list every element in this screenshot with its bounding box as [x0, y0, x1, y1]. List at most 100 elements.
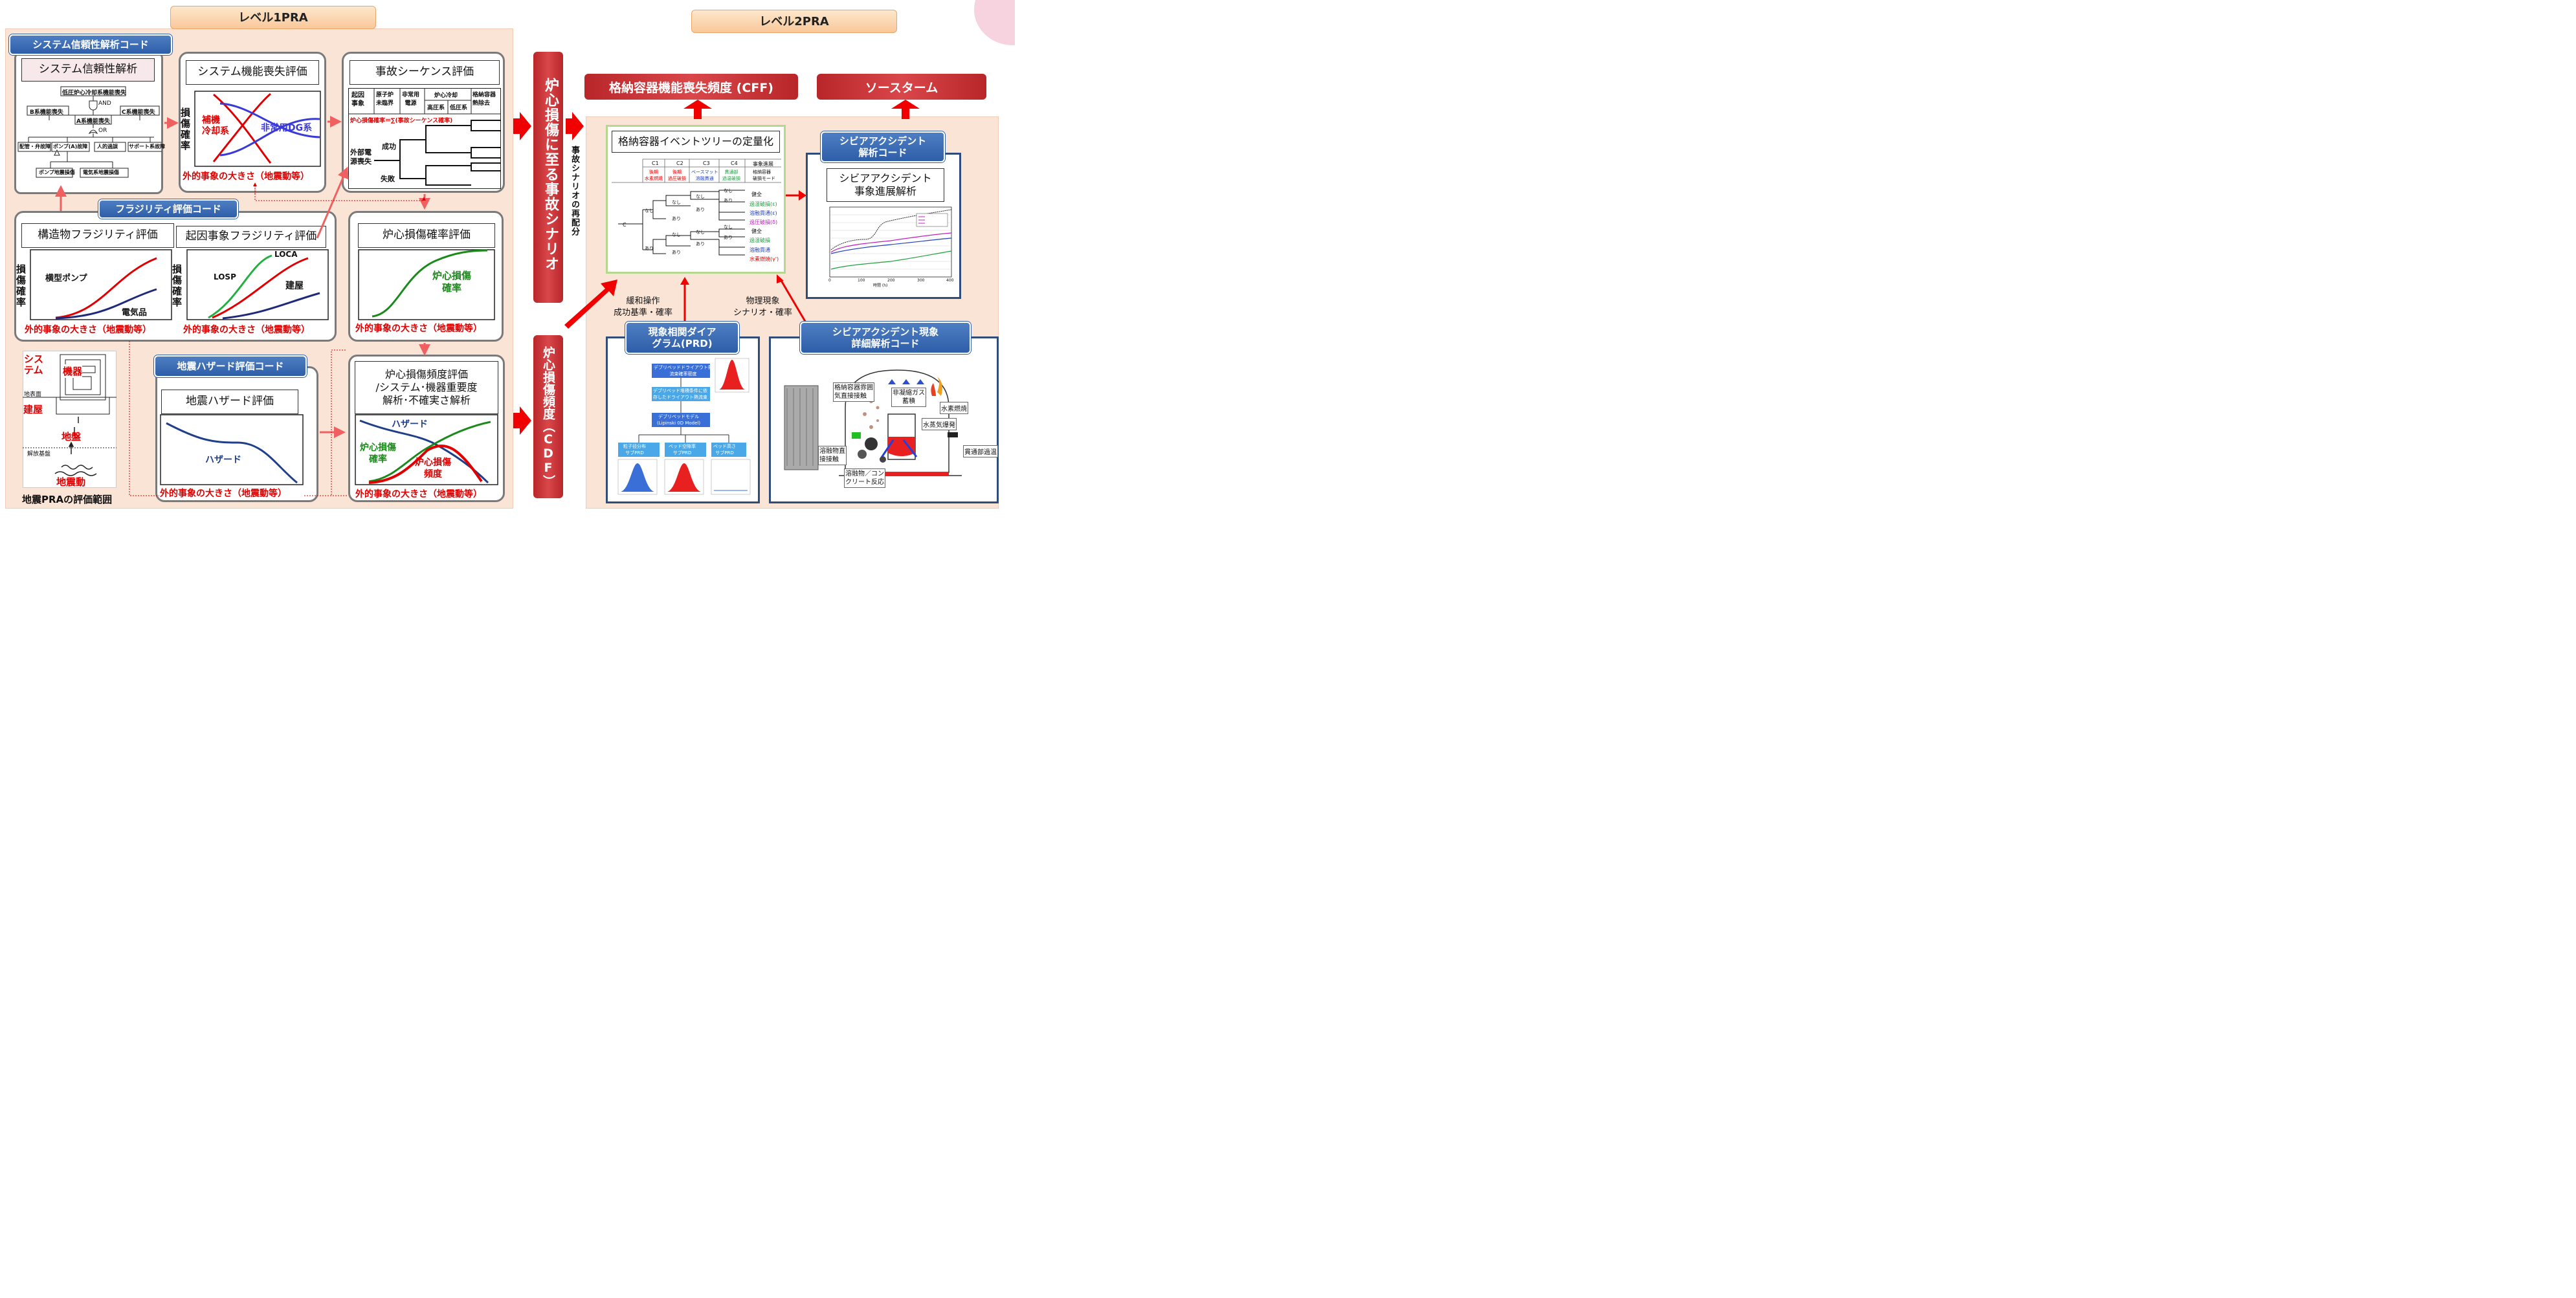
- as-formula: 炉心損傷確率＝∑(事故シーケンス確率): [350, 118, 453, 124]
- hazard-xlabel: 外的事象の大きさ（地震動等）: [160, 489, 287, 499]
- page: レベル1PRA レベル2PRA システム信頼性解析コード システム信頼性解析 低…: [0, 0, 1015, 511]
- accident-sequence-title: 事故シーケンス評価: [350, 60, 500, 85]
- cdf-cd-freq-label: 炉心損傷 頻度: [415, 457, 451, 479]
- scope-building-label: 建屋: [23, 404, 43, 415]
- sa-penetration-label: 貫通部過温: [963, 445, 998, 457]
- prd-box-2: デブリベッド堆積条件に依 存したドライアウト熱流束: [653, 388, 707, 400]
- accident-sequence-event-tree: [348, 88, 501, 189]
- cet-outcome-5: 健全: [751, 228, 762, 234]
- as-header-initiator: 起因 事象: [351, 92, 364, 107]
- sfl-aux-cooling-label: 補機 冷却系: [202, 115, 229, 137]
- cet-sub-penetration: 貫通部 過温破損: [722, 170, 740, 181]
- initiator-fragility-title: 起因事象フラジリティ評価: [176, 226, 326, 248]
- struct-electrical-label: 電気品: [122, 308, 148, 318]
- sa-steam-explosion-label: 水蒸気爆発: [922, 418, 957, 430]
- level2-header: レベル2PRA: [691, 10, 897, 33]
- sa-code-label: シビアアクシデント 解析コード: [821, 131, 945, 162]
- cet-c3-nashi-2: なし: [696, 230, 705, 235]
- as-header-cv-heat-removal: 格納容器 熱除去: [472, 92, 496, 107]
- seismic-hazard-title: 地震ハザード評価: [161, 390, 298, 414]
- sa-xtick-0: 0: [828, 278, 831, 283]
- ft-or-gate: OR: [98, 127, 107, 134]
- sfl-chart: [194, 91, 321, 167]
- sfl-ylabel: 損傷確率: [181, 107, 191, 151]
- init-ylabel: 損傷確率: [172, 263, 183, 308]
- level1-header: レベル1PRA: [170, 6, 376, 29]
- cet-c4-nashi-2: なし: [724, 225, 733, 230]
- sfl-dg-label: 非常用DG系: [261, 123, 313, 133]
- ft-elec-seismic: 電気系地震損傷: [83, 170, 119, 175]
- cet-c1-ari: あり: [645, 246, 654, 251]
- accident-scenario-box: [533, 52, 563, 303]
- init-xlabel: 外的事象の大きさ（地震動等）: [183, 325, 310, 335]
- ft-pump-seismic: ポンプ地震損傷: [39, 170, 75, 175]
- prd-label: 現象相関ダイア グラム(PRD): [625, 322, 739, 354]
- scope-bedrock-label: 解放基盤: [27, 451, 51, 457]
- as-header-emergency-power: 非常用 電源: [402, 92, 420, 107]
- cet-c2-ari-2: あり: [672, 250, 681, 255]
- ft-a-system: A系機能喪失: [76, 118, 110, 125]
- cet-sub-overpressure: 後期 過圧破損: [668, 170, 686, 181]
- cet-header-progression: 事象進展: [753, 161, 773, 167]
- cet-sub-basemat: ベースマット 溶融貫通: [691, 170, 718, 181]
- cet-c4-ari-1: あり: [724, 198, 733, 203]
- physics-label: 物理現象 シナリオ・確率: [733, 296, 793, 318]
- sa-xtick-400: 400: [946, 278, 954, 283]
- cet-outcome-4: 過圧破損(δ): [749, 219, 778, 225]
- big-red-arrows: [513, 100, 920, 435]
- ft-leaf-human-error: 人的過誤: [97, 144, 118, 149]
- cdf-cd-prob-label: 炉心損傷 確率: [360, 443, 396, 465]
- system-function-loss-title: システム機能喪失評価: [186, 60, 319, 85]
- sfl-xlabel: 外的事象の大きさ（地震動等）: [183, 171, 309, 182]
- as-success: 成功: [382, 142, 396, 151]
- init-losp-label: LOSP: [214, 272, 236, 281]
- accident-scenario-label: 炉心損傷に至る事故シナリオ: [542, 78, 559, 271]
- system-reliability-title: システム信頼性解析: [21, 58, 155, 82]
- sa-xlabel: 時間 (h): [873, 283, 888, 288]
- initiator-fragility-chart: [186, 249, 329, 320]
- cdf-hazard-label: ハザード: [392, 419, 428, 430]
- scope-system-label: シス テム: [24, 353, 44, 376]
- as-sub-high-pressure: 高圧系: [427, 105, 445, 111]
- ft-top-event: 低圧炉心冷却系機能喪失: [62, 90, 127, 96]
- sa-direct-heating-label: 格納容器雰囲 気直接接触: [833, 382, 874, 402]
- sa-code-title: シビアアクシデント 事象進展解析: [827, 168, 944, 202]
- cet-outcome-3: 溶融貫通(ε): [749, 210, 777, 216]
- cd-probability-xlabel: 外的事象の大きさ（地震動等）: [355, 324, 482, 334]
- system-reliability-code-label: システム信頼性解析コード: [9, 34, 172, 55]
- as-sub-low-pressure: 低圧系: [450, 105, 468, 111]
- struct-ylabel: 損傷確率: [16, 263, 27, 308]
- cet-header-c2: C2: [676, 160, 683, 166]
- prd-sub-2: ベッド空隙率 サブPRD: [669, 444, 696, 456]
- sa-detail-label: シビアアクシデント現象 詳細解析コード: [800, 322, 971, 354]
- ft-b-system: B系機能喪失: [30, 109, 63, 116]
- mitigation-label: 緩和操作 成功基準・確率: [614, 296, 673, 318]
- cet-outcome-8: 水素燃焼(γ'): [749, 256, 779, 262]
- cet-c3-ari-1: あり: [696, 207, 705, 212]
- ft-c-system: C系機能喪失: [122, 109, 155, 116]
- as-header-core-cooling: 炉心冷却: [434, 93, 458, 99]
- prd-box-1: デブリベッドドライアウト熱 流束確率密度: [654, 365, 713, 377]
- prd-diagram: [612, 357, 754, 497]
- cet-sub-failure-mode: 格納容器 破損モード: [753, 170, 775, 181]
- cet-outcome-2: 過温破損(ε): [749, 201, 777, 207]
- scope-ground-label: 地盤: [61, 431, 82, 443]
- cet-c3-ari-2: あり: [696, 241, 705, 247]
- init-building-label: 建屋: [285, 281, 304, 291]
- cet-c2-nashi-2: なし: [672, 232, 681, 237]
- sa-xtick-100: 100: [858, 278, 865, 283]
- fragility-code-label: フラジリティ評価コード: [98, 199, 238, 219]
- cet-c2-nashi-1: なし: [672, 200, 681, 205]
- cet-sub-h2-late: 後期 水素燃焼: [645, 170, 663, 181]
- cff-box: 格納容器機能喪失頻度 (CFF): [584, 74, 798, 100]
- seismic-hazard-code-label: 地震ハザード評価コード: [154, 355, 307, 377]
- source-term-box: ソースターム: [817, 74, 986, 100]
- sa-xtick-200: 200: [887, 278, 895, 283]
- level1-flow-arrows: [55, 116, 430, 496]
- struct-pump-label: 横型ポンプ: [45, 274, 87, 283]
- sa-melt-contact-label: 溶融物直 接接触: [818, 446, 847, 465]
- scope-motion-label: 地震動: [56, 476, 86, 488]
- scope-equipment-label: 機器: [63, 364, 83, 378]
- prd-box-3: デブリベッドモデル (Lipinski 0D Model): [657, 414, 701, 426]
- redistribution-label: 事故シナリオの再配分: [570, 146, 579, 236]
